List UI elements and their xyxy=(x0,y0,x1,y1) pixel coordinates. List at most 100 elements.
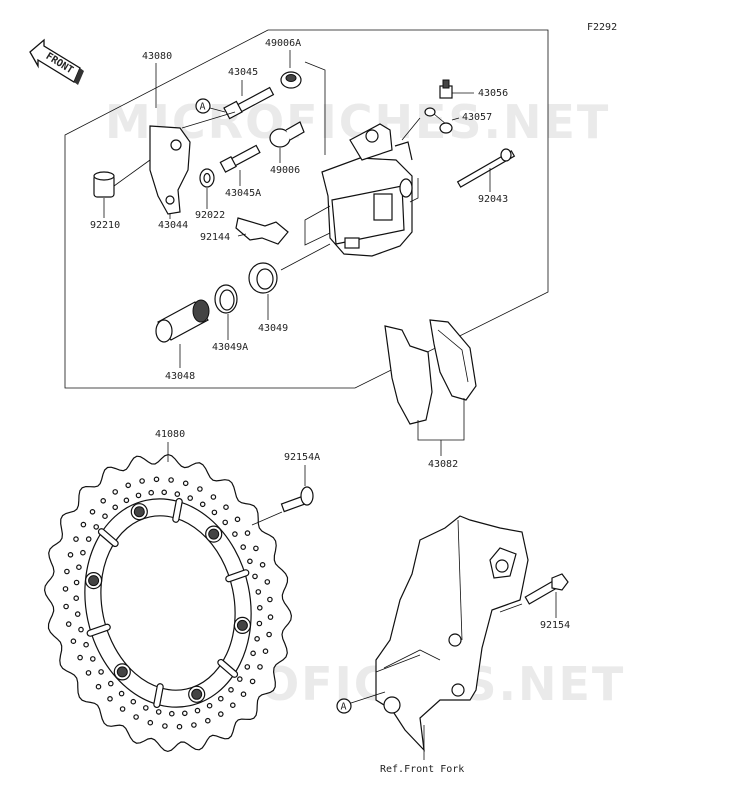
disc-perforation xyxy=(197,486,203,492)
disc-perforation xyxy=(107,695,113,702)
label-92022: 92022 xyxy=(195,210,225,221)
disc-perforation xyxy=(237,676,243,682)
disc-perforation xyxy=(76,564,82,571)
disc-perforation xyxy=(253,545,259,552)
part-43048 xyxy=(155,299,210,343)
disc-perforation xyxy=(65,621,72,627)
label-43045A: 43045A xyxy=(225,188,261,199)
label-43044: 43044 xyxy=(158,220,188,231)
disc-perforation xyxy=(119,706,126,712)
disc-perforation xyxy=(194,707,201,714)
label-43049: 43049 xyxy=(258,323,288,334)
part-49006 xyxy=(269,121,305,148)
label-ref-front-fork: Ref.Front Fork xyxy=(380,764,464,775)
callout-a-top xyxy=(195,98,211,114)
disc-perforation xyxy=(232,531,238,537)
disc-perforation xyxy=(182,710,188,717)
disc-slot xyxy=(225,569,250,583)
label-43048: 43048 xyxy=(165,371,195,382)
disc-perforation xyxy=(102,513,108,520)
part-43044 xyxy=(149,125,191,215)
disc-perforation xyxy=(118,690,125,697)
disc-perforation xyxy=(143,705,149,711)
disc-bolt-icon xyxy=(113,663,131,681)
figure-code: F2292 xyxy=(587,22,617,33)
part-92154A xyxy=(280,486,314,513)
disc-perforation xyxy=(70,638,77,645)
disc-perforation xyxy=(228,686,234,693)
disc-perforation xyxy=(210,494,217,500)
label-49006: 49006 xyxy=(270,165,300,176)
disc-perforation xyxy=(85,670,92,676)
disc-perforation xyxy=(205,717,211,724)
disc-perforation xyxy=(73,536,79,542)
disc-perforation xyxy=(77,654,83,661)
disc-perforation xyxy=(139,478,145,484)
disc-slot xyxy=(153,683,164,709)
disc-perforation xyxy=(182,480,189,487)
disc-perforation xyxy=(247,558,253,565)
label-43057: 43057 xyxy=(462,112,492,123)
disc-perforation xyxy=(191,722,197,728)
disc-perforation xyxy=(262,648,269,655)
part-43049A xyxy=(214,284,238,314)
label-43056: 43056 xyxy=(478,88,508,99)
disc-perforation xyxy=(252,573,258,580)
disc-perforation xyxy=(267,614,274,620)
disc-perforation xyxy=(174,491,181,497)
disc-perforation xyxy=(211,509,218,516)
disc-perforation xyxy=(249,678,256,685)
label-92154: 92154 xyxy=(540,620,570,631)
disc-perforation xyxy=(266,631,272,638)
disc-perforation xyxy=(89,508,96,515)
disc-perforation xyxy=(133,714,139,720)
disc-slot xyxy=(217,658,239,678)
disc-perforation xyxy=(222,519,229,526)
disc-perforation xyxy=(83,641,89,648)
disc-perforation xyxy=(130,698,137,705)
part-92022 xyxy=(199,168,215,188)
disc-perforation xyxy=(112,504,119,511)
part-caliper-body xyxy=(321,123,413,257)
label-43045: 43045 xyxy=(228,67,258,78)
disc-perforation xyxy=(62,586,69,592)
part-49006A xyxy=(280,71,302,89)
svg-text:A: A xyxy=(341,702,347,713)
disc-perforation xyxy=(123,497,130,504)
caliper-assembly-frame xyxy=(64,29,549,389)
disc-perforation xyxy=(93,524,100,530)
disc-perforation xyxy=(218,695,224,702)
disc-perforation xyxy=(125,482,132,489)
disc-perforation xyxy=(67,551,74,558)
label-92154A: 92154A xyxy=(284,452,320,463)
disc-bolt-icon xyxy=(188,685,206,703)
disc-perforation xyxy=(240,691,247,698)
disc-perforation xyxy=(162,723,168,729)
disc-slot xyxy=(172,497,183,523)
label-92144: 92144 xyxy=(200,232,230,243)
disc-perforation xyxy=(108,680,114,687)
disc-perforation xyxy=(98,669,104,675)
disc-perforation xyxy=(244,664,251,670)
disc-perforation xyxy=(147,719,154,726)
disc-perforation xyxy=(257,664,263,670)
disc-perforation xyxy=(85,536,92,542)
disc-perforation xyxy=(256,620,263,627)
disc-perforation xyxy=(223,504,229,511)
disc-bolt-icon xyxy=(84,571,103,590)
disc-perforation xyxy=(112,489,119,495)
label-43080: 43080 xyxy=(142,51,172,62)
disc-slot xyxy=(86,623,111,637)
disc-perforation xyxy=(187,495,194,501)
disc-perforation xyxy=(153,476,160,483)
disc-perforation xyxy=(244,530,251,536)
part-41080-disc xyxy=(43,453,293,753)
label-49006A: 49006A xyxy=(265,38,301,49)
disc-perforation xyxy=(80,521,87,528)
disc-perforation xyxy=(100,497,107,504)
disc-perforation xyxy=(74,611,81,617)
disc-bolt-icon xyxy=(205,525,223,543)
part-front-fork xyxy=(375,515,529,752)
